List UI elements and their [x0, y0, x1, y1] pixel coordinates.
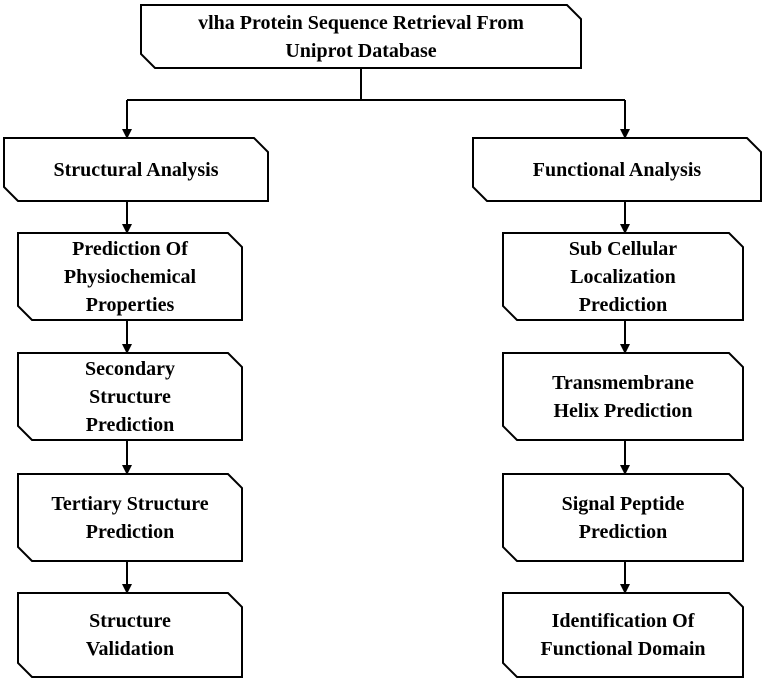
node-root: vlha Protein Sequence Retrieval From Uni… — [198, 11, 524, 62]
node-physiochemical-properties: Prediction Of Physiochemical Properties — [63, 237, 197, 316]
tertiary-shape — [17, 473, 243, 562]
node-secondary-structure: Secondary Structure Prediction — [85, 357, 175, 436]
node-tertiary-structure: Tertiary Structure Prediction — [51, 492, 209, 543]
node-signal-peptide: Signal Peptide Prediction — [561, 492, 685, 543]
transmem-shape — [502, 352, 744, 441]
secondary-shape — [17, 352, 243, 441]
subcell-shape — [502, 232, 744, 321]
node-subcellular-localization: Sub Cellular Localization Prediction — [568, 237, 678, 316]
node-structure-validation: Structure Validation — [85, 610, 175, 660]
domain-shape — [502, 592, 744, 678]
structural-shape — [3, 137, 269, 202]
signal-shape — [502, 473, 744, 562]
node-transmembrane-helix: Transmembrane Helix Prediction — [552, 371, 694, 422]
node-shapes — [3, 4, 762, 678]
root-shape — [140, 4, 582, 69]
validation-shape — [17, 592, 243, 678]
node-structural-analysis: Structural Analysis — [53, 158, 219, 181]
functional-shape — [472, 137, 762, 202]
node-functional-analysis: Functional Analysis — [532, 158, 702, 181]
physio-shape — [17, 232, 243, 321]
connectors — [122, 68, 630, 594]
node-functional-domain: Identification Of Functional Domain — [540, 610, 706, 660]
